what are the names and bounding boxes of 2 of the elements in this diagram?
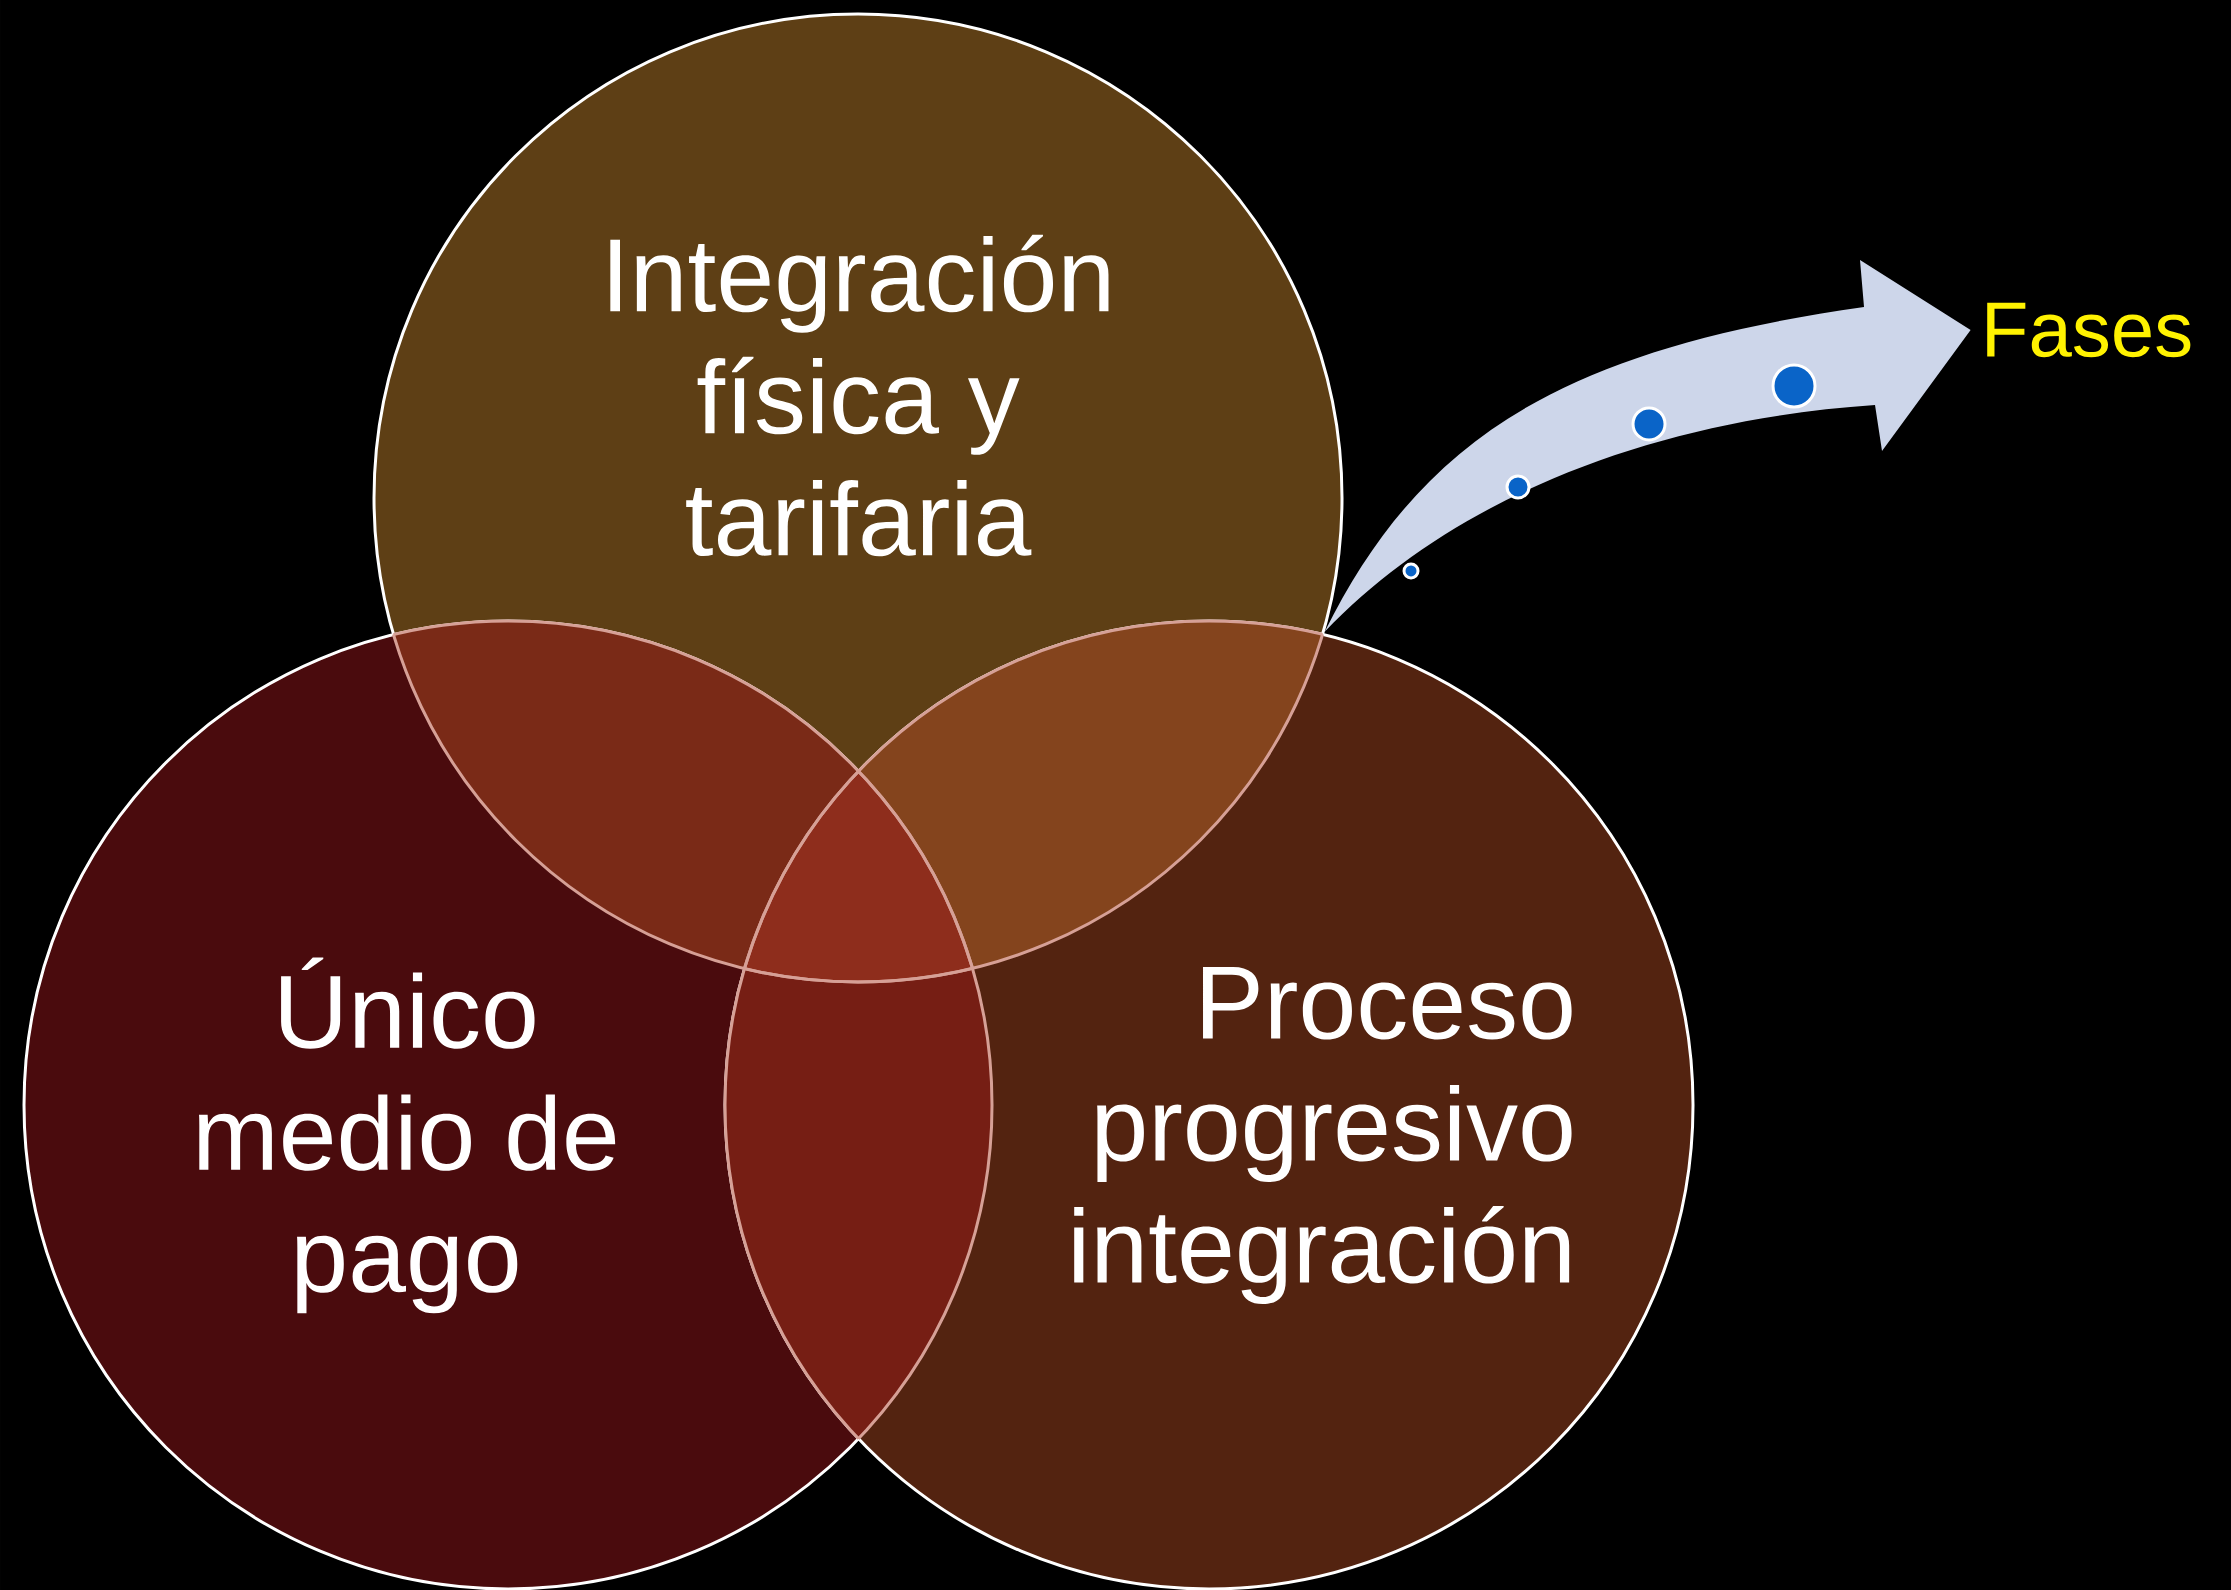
curved-arrow <box>1324 260 1971 632</box>
label-text: Fases <box>1987 302 2191 358</box>
